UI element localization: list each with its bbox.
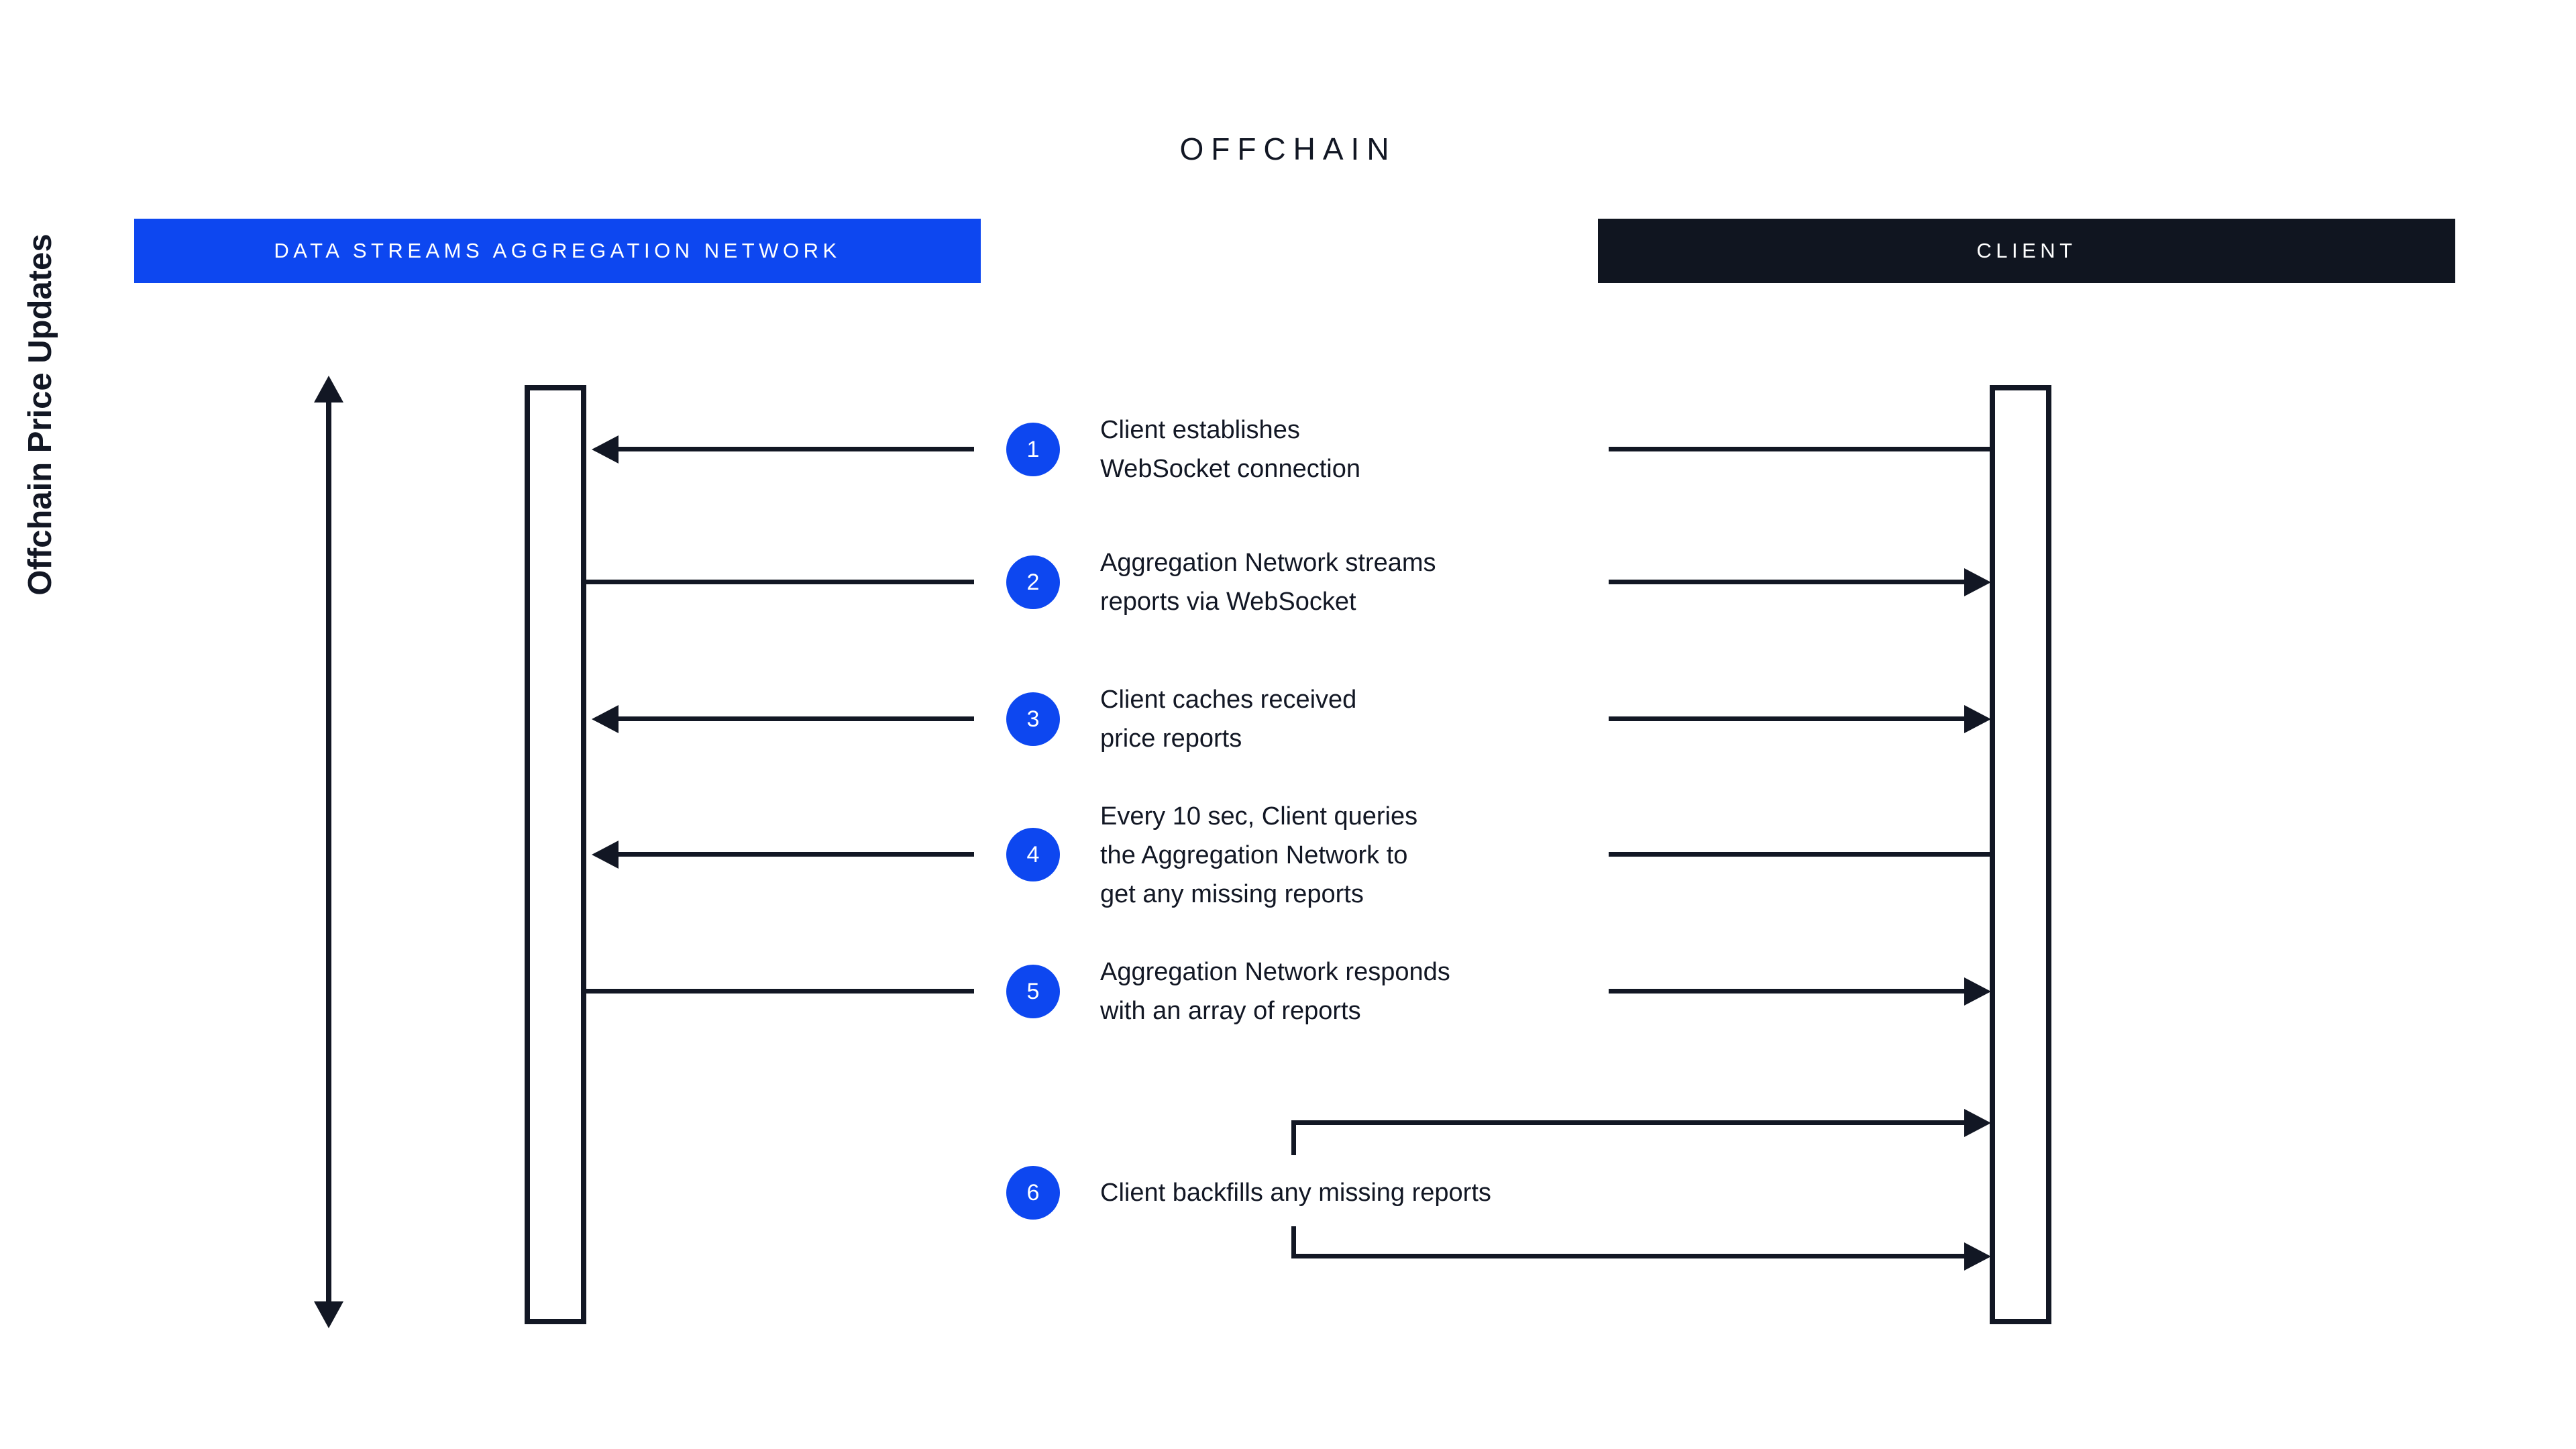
lane-header-aggregation-network: DATA STREAMS AGGREGATION NETWORK: [134, 219, 981, 283]
arrowhead-right-step-6-top: [1964, 1109, 1991, 1137]
step-text-4: Every 10 sec, Client queries the Aggrega…: [1100, 802, 1418, 908]
connector-line-step-5-right: [1609, 989, 1964, 994]
connector-stub-step-6-top: [1291, 1123, 1296, 1155]
lane-header-client: CLIENT: [1598, 219, 2455, 283]
step-text-3: Client caches received price reports: [1100, 686, 1357, 753]
arrow-down-icon: [314, 1301, 343, 1328]
arrowhead-left-step-4: [592, 841, 619, 869]
connector-line-step-2-left: [586, 580, 974, 584]
axis-label: Offchain Price Updates: [15, 173, 66, 656]
step-badge-2: 2: [1006, 555, 1060, 609]
connector-line-step-3-right: [1609, 716, 1964, 721]
arrowhead-right-step-3: [1964, 705, 1991, 733]
axis-line: [326, 400, 331, 1305]
lifeline-client: [1990, 385, 2051, 1324]
step-text-1: Client establishes WebSocket connection: [1100, 416, 1360, 483]
step-text-2: Aggregation Network streams reports via …: [1100, 549, 1436, 616]
connector-line-step-6-top: [1291, 1120, 1964, 1125]
connector-line-step-2-right: [1609, 580, 1964, 584]
connector-line-step-4-left: [619, 852, 974, 857]
connector-line-step-3-left: [619, 716, 974, 721]
step-badge-4: 4: [1006, 828, 1060, 881]
step-text-6: Client backfills any missing reports: [1100, 1179, 1491, 1207]
connector-line-step-5-left: [586, 989, 974, 994]
arrowhead-right-step-6-bottom: [1964, 1242, 1991, 1271]
connector-line-step-4-right: [1609, 852, 1991, 857]
page-title: OFFCHAIN: [1179, 131, 1397, 166]
arrowhead-left-step-3: [592, 705, 619, 733]
connector-line-step-1-left: [619, 447, 974, 451]
step-badge-1: 1: [1006, 423, 1060, 476]
lifeline-aggregation-network: [525, 385, 586, 1324]
arrowhead-left-step-1: [592, 435, 619, 464]
step-badge-3: 3: [1006, 692, 1060, 746]
step-text-5: Aggregation Network responds with an arr…: [1100, 958, 1450, 1025]
step-badge-5: 5: [1006, 965, 1060, 1018]
connector-line-step-6-bottom: [1291, 1254, 1964, 1258]
arrowhead-right-step-5: [1964, 977, 1991, 1006]
arrow-up-icon: [314, 376, 343, 402]
arrowhead-right-step-2: [1964, 568, 1991, 596]
offchain-price-updates-axis: [288, 376, 369, 1328]
step-badge-6: 6: [1006, 1166, 1060, 1220]
connector-line-step-1-right: [1609, 447, 1991, 451]
connector-stub-step-6-bottom: [1291, 1226, 1296, 1258]
